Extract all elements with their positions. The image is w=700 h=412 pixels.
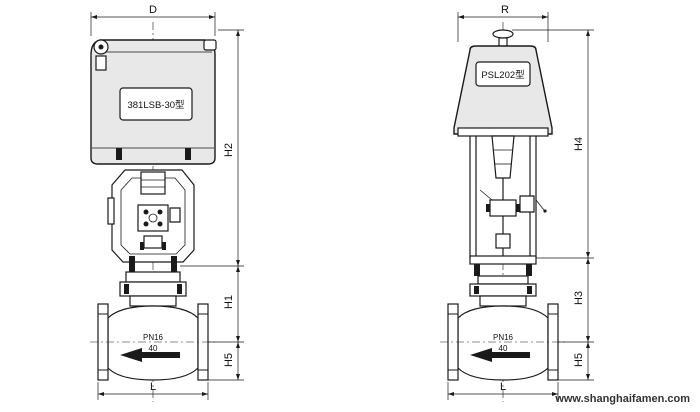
dim-label-H5-right: H5 (573, 353, 585, 367)
dim-label-L-left: L (150, 381, 156, 393)
dim-label-R: R (501, 4, 509, 16)
right-dimension-H3: H3 (558, 258, 594, 343)
left-body-size: 40 (149, 344, 158, 353)
right-dimension-R: R (457, 4, 549, 42)
right-stem-clamp (489, 199, 517, 217)
left-dimension-H2: H2 (180, 29, 244, 267)
watermark-text: www.shanghaifamen.com (554, 393, 690, 405)
dim-label-L-right: L (500, 381, 506, 393)
left-dimension-H1: H1 (208, 266, 244, 343)
right-actuator-housing (453, 45, 553, 135)
left-bonnet-flange (119, 281, 187, 297)
left-handwheel-hub (98, 44, 104, 50)
right-body-pressure: PN16 (493, 333, 514, 342)
right-dimension-L: L (447, 381, 559, 400)
left-actuator-model-label: 381LSB-30型 (127, 100, 185, 111)
left-dimension-H5: H5 (208, 342, 244, 381)
left-handwheel-stem (95, 55, 107, 71)
right-dimension-H5: H5 (558, 342, 594, 381)
left-nameplate (119, 87, 193, 121)
left-actuator-nub (203, 39, 217, 51)
right-nameplate (475, 61, 531, 87)
right-valve-assembly: PSL202型 (440, 4, 594, 402)
dim-label-H2: H2 (223, 143, 235, 157)
left-dimension-D: D (90, 4, 216, 36)
dim-label-H5: H5 (223, 353, 235, 367)
left-stroke-indicator (169, 207, 181, 223)
right-actuator-model-label: PSL202型 (481, 70, 525, 81)
left-valve-assembly: 381LSB-30型 (90, 4, 244, 402)
dim-label-H3: H3 (573, 291, 585, 305)
right-positioner (491, 135, 515, 179)
left-packing-nut (143, 235, 163, 249)
right-flow-arrow (470, 348, 530, 362)
right-bonnet-top (477, 275, 529, 285)
dim-label-H1: H1 (223, 295, 235, 309)
dim-label-D: D (149, 4, 157, 16)
right-dimension-H4: H4 (512, 29, 594, 259)
left-base-bolt-2 (185, 148, 191, 160)
left-valve-body (107, 305, 199, 381)
dim-label-H4: H4 (573, 137, 585, 151)
left-coupling (140, 171, 166, 195)
left-yoke-window (120, 177, 186, 255)
left-stem-connector (137, 204, 169, 232)
right-body-size: 40 (499, 344, 508, 353)
right-handwheel (492, 29, 514, 39)
left-body-pressure: PN16 (143, 333, 164, 342)
right-yoke-plate (469, 255, 537, 265)
left-dimension-L: L (97, 381, 209, 400)
right-bonnet-flange (469, 283, 537, 297)
left-flow-arrow (120, 348, 180, 362)
left-bonnet-top (125, 271, 181, 283)
right-valve-body (457, 305, 549, 381)
left-base-bolt-1 (116, 148, 122, 160)
